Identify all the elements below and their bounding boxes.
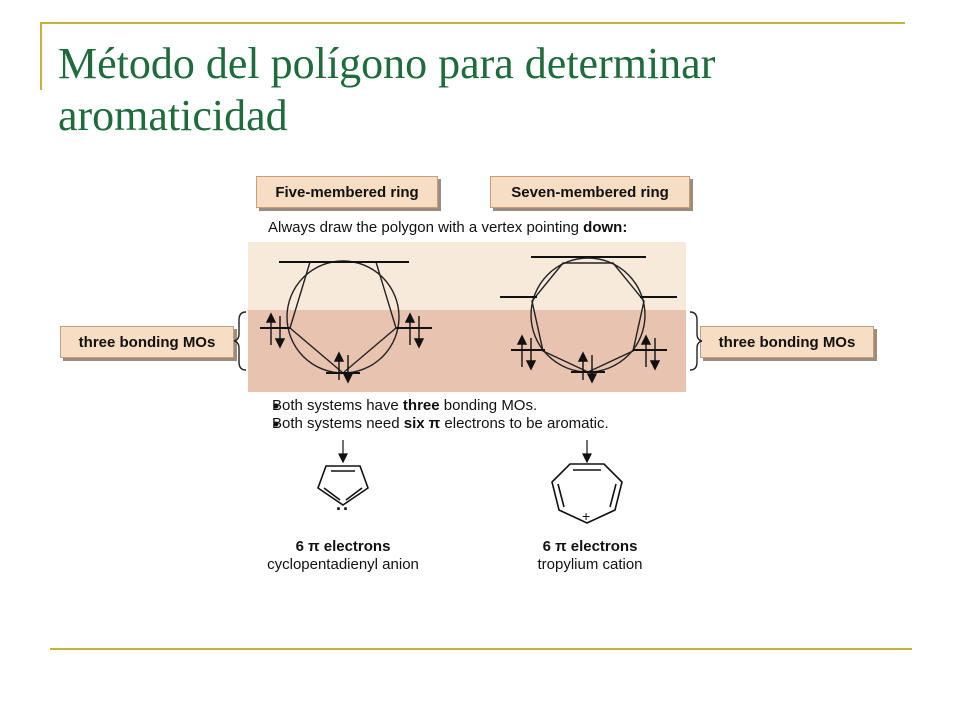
right-molecule-name: tropylium cation xyxy=(537,556,643,573)
cyclopentadienyl-structure xyxy=(317,465,369,506)
left-molecule-caption: 6 π electrons cyclopentadienyl anion xyxy=(243,538,443,574)
right-electron-count: 6 π electrons xyxy=(542,538,638,555)
left-molecule-name: cyclopentadienyl anion xyxy=(267,556,419,573)
five-membered-header: Five-membered ring xyxy=(256,176,438,208)
electron-pair-seven-bottom xyxy=(577,351,598,384)
right-brace xyxy=(689,311,703,371)
five-ring-circle xyxy=(286,260,400,374)
anion-charge: ·· xyxy=(336,499,350,519)
right-bonding-label: three bonding MOs xyxy=(700,326,874,358)
bullet-dot-1 xyxy=(273,403,279,409)
title-line-1: Método del polígono para determinar xyxy=(58,39,716,88)
frame-top-rule xyxy=(40,22,905,24)
left-bonding-label: three bonding MOs xyxy=(60,326,234,358)
slide-title: Método del polígono para determinar arom… xyxy=(58,38,918,142)
right-molecule-caption: 6 π electrons tropylium cation xyxy=(490,538,690,574)
arrow-to-cyclopentadienyl xyxy=(338,440,348,464)
seven-ring-circle xyxy=(530,257,646,373)
seven-ring-heptagon xyxy=(531,262,645,373)
title-line-2: aromaticidad xyxy=(58,91,288,140)
bullet-dot-2 xyxy=(273,421,279,427)
five-ring-pentagon xyxy=(289,261,397,374)
arrow-to-tropylium xyxy=(582,440,592,464)
bullet-2: Both systems need six π electrons to be … xyxy=(272,415,609,432)
bonding-band xyxy=(248,310,686,392)
left-brace xyxy=(233,311,247,371)
electron-pair-seven-left xyxy=(516,334,537,371)
electron-pair-seven-right xyxy=(640,334,661,371)
cation-charge: + xyxy=(582,508,591,524)
seven-membered-header: Seven-membered ring xyxy=(490,176,690,208)
bullet-1: Both systems have three bonding MOs. xyxy=(272,397,538,414)
antibonding-band xyxy=(248,242,686,310)
frame-bottom-rule xyxy=(50,648,912,650)
electron-pair-five-left xyxy=(265,312,286,349)
electron-pair-five-right xyxy=(404,312,425,349)
tropylium-structure xyxy=(551,463,623,524)
frame-left-rule xyxy=(40,22,42,90)
left-electron-count: 6 π electrons xyxy=(295,538,391,555)
instruction-text: Always draw the polygon with a vertex po… xyxy=(268,219,628,236)
electron-pair-five-bottom xyxy=(333,351,354,384)
